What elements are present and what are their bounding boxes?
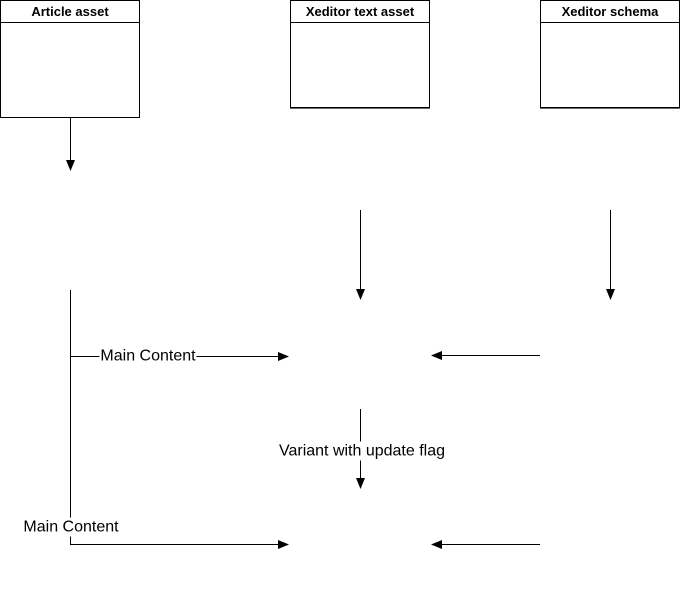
edge-label-main-content-bottom: Main Content (22, 517, 120, 537)
arrowhead-right (278, 352, 289, 361)
arrowhead-down (66, 160, 75, 171)
arrowhead-down (356, 289, 365, 300)
edge-label-variant-with-update-flag: Variant with update flag (277, 441, 447, 461)
edge-article-to-xeditor-text-bottom (70, 290, 278, 545)
node-xeditor-schema-bottom: Xeditor schema (540, 0, 680, 108)
arrowhead-right (278, 540, 289, 549)
arrowhead-left (431, 351, 442, 360)
node-xeditor-text-asset-bottom: Xeditor text asset (290, 0, 430, 108)
node-title: Xeditor schema (541, 1, 679, 23)
arrowhead-down (606, 289, 615, 300)
node-title: Xeditor text asset (291, 1, 429, 23)
node-article-asset: Article asset (0, 0, 140, 118)
arrowhead-down (356, 478, 365, 489)
node-title: Article asset (1, 1, 139, 23)
edge-label-main-content-top: Main Content (99, 346, 197, 366)
arrowhead-left (431, 540, 442, 549)
